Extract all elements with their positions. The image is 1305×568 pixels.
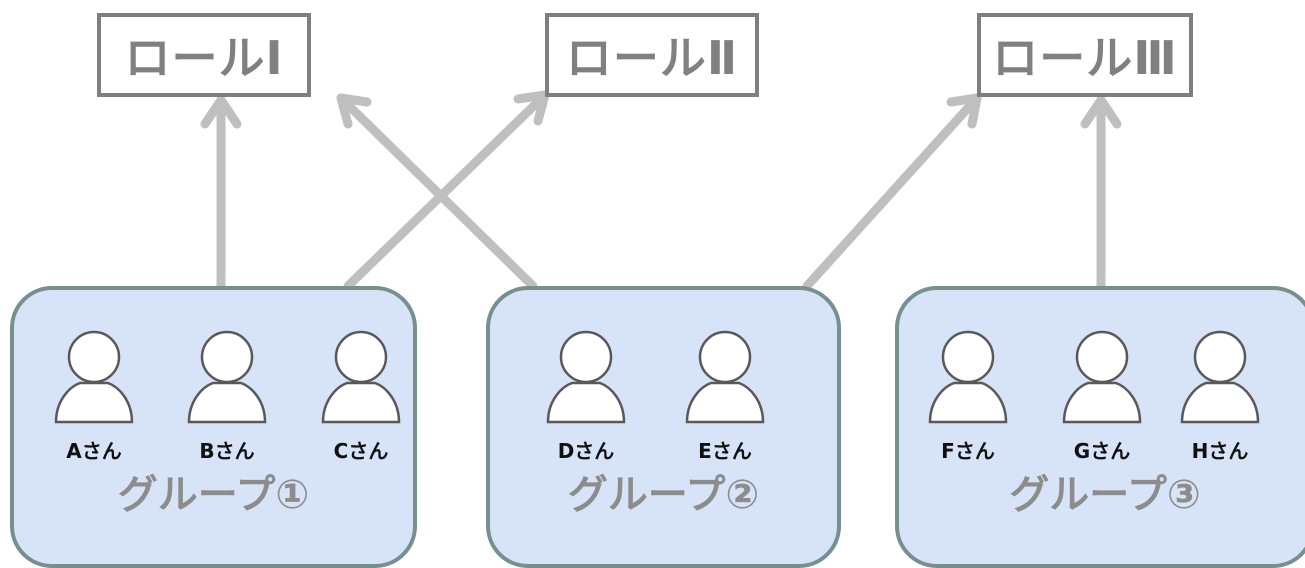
group-title-3: グループ③ [1009,472,1201,518]
person-outline-icon [321,330,401,424]
group-title-1: グループ① [117,472,310,518]
member-g: Gさん [1047,327,1157,467]
role-box-3: ロールⅢ [977,13,1193,97]
person-outline-icon [928,330,1008,424]
person-outline-icon [546,330,626,424]
member-h: Hさん [1165,327,1275,467]
arrow-group1-to-role1 [200,95,242,291]
arrow-group1-to-role2 [343,90,550,291]
role-box-2: ロールⅡ [545,13,759,97]
member-c: Cさん [306,327,416,467]
member-b: Bさん [172,327,282,467]
member-a: Aさん [39,327,149,467]
arrow-group2-to-role1 [336,93,538,291]
member-label: Aさん [66,439,122,463]
arrow-group3-to-role3 [1080,95,1122,291]
person-outline-icon [685,330,765,424]
member-label: Cさん [333,439,389,463]
arrow-group2-to-role3 [802,93,982,291]
member-label: Bさん [199,439,255,463]
role-label-2: ロールⅡ [565,31,739,85]
member-f: Fさん [913,327,1023,467]
group-box-1: Aさん Bさん Cさん グループ① [10,286,417,568]
person-outline-icon [187,330,267,424]
member-label: Gさん [1073,439,1131,463]
member-d: Dさん [531,327,641,467]
group-box-3: Fさん Gさん Hさん グループ③ [895,286,1305,568]
member-label: Dさん [557,439,615,463]
role-box-1: ロールⅠ [97,13,311,97]
person-outline-icon [1062,330,1142,424]
member-e: Eさん [670,327,780,467]
person-outline-icon [1180,330,1260,424]
group-title-2: グループ② [567,472,760,518]
role-label-1: ロールⅠ [124,31,284,85]
role-label-3: ロールⅢ [992,31,1178,85]
member-label: Eさん [698,439,752,463]
member-label: Hさん [1191,439,1249,463]
person-outline-icon [54,330,134,424]
group-box-2: Dさん Eさん グループ② [486,286,841,568]
member-label: Fさん [941,439,995,463]
